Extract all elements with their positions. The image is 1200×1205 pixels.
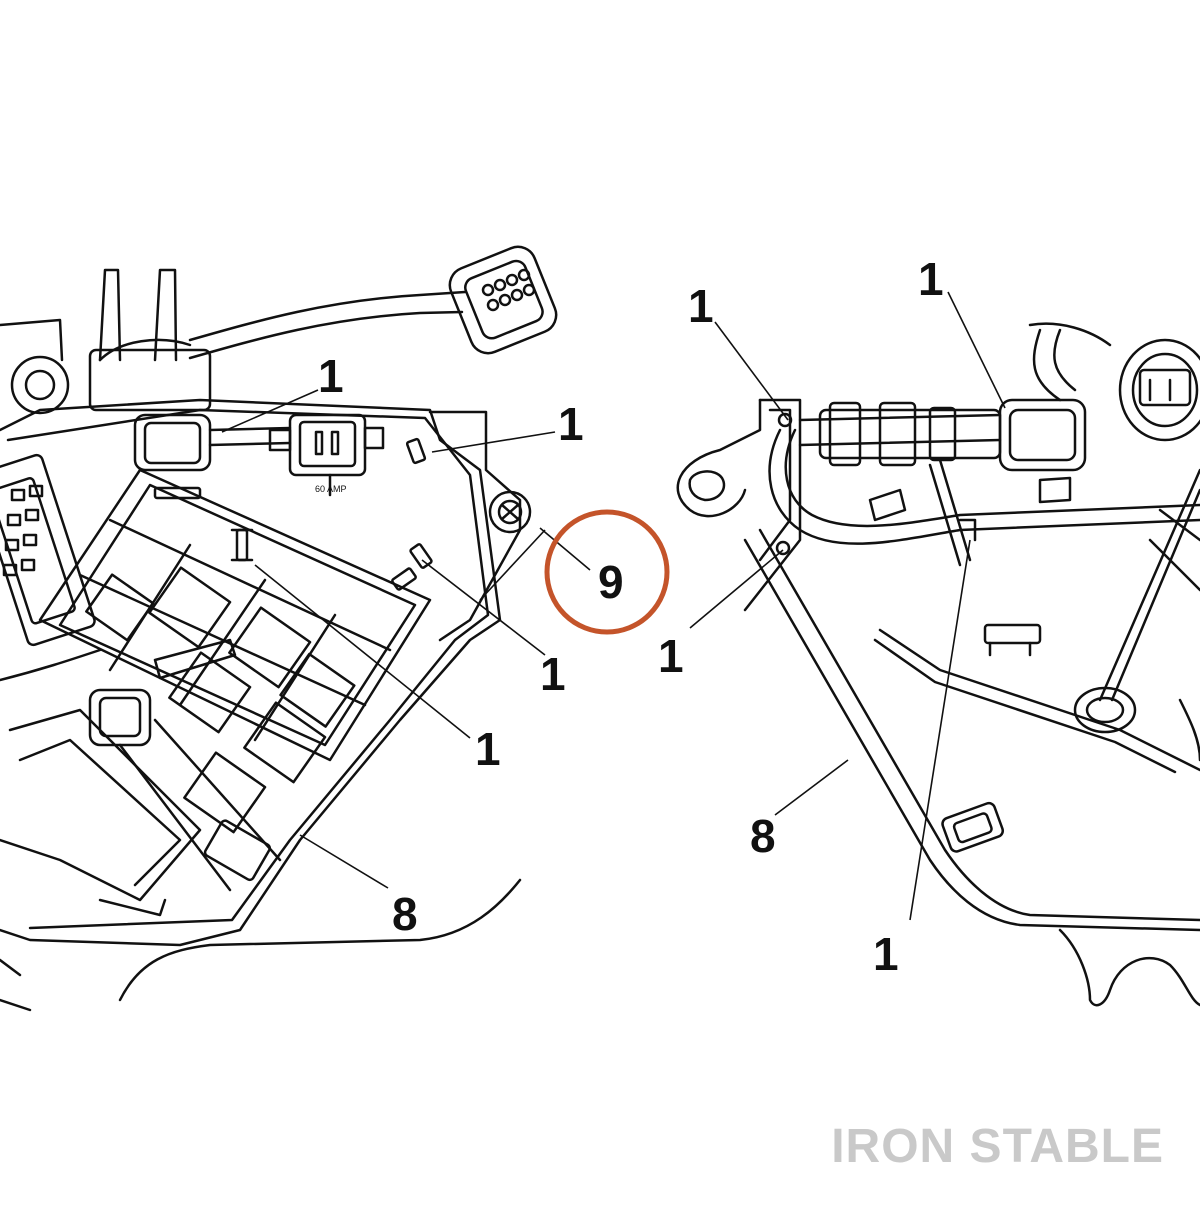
callout-right-upper-left: 1	[688, 280, 714, 332]
mini-fuses-left	[230, 437, 433, 591]
callout-right-bottom: 1	[873, 928, 899, 980]
watermark-text: IRON STABLE	[831, 1120, 1164, 1173]
callout-left-fuse-connector: 1	[318, 350, 344, 402]
callout-left-lower-fuse: 1	[540, 648, 566, 700]
maxi-fuse-60-amp	[268, 413, 385, 497]
left-electrical-caddy	[0, 245, 558, 1012]
leader-lines	[221, 291, 1006, 921]
harness-cable-right	[768, 401, 1200, 545]
callout-left-center-fuse: 1	[475, 723, 501, 775]
right-electrical-caddy	[676, 322, 1200, 1007]
top-terminals	[0, 268, 212, 415]
square-connector	[133, 413, 292, 472]
eight-pin-connector	[448, 245, 558, 355]
harness-cable-left	[98, 290, 467, 362]
mounting-nut	[488, 490, 532, 534]
right-square-connector	[998, 398, 1087, 472]
callout-nut: 9	[598, 556, 624, 608]
caddy-grid	[38, 468, 432, 892]
callout-left-caddy: 8	[392, 888, 418, 940]
large-connector-top-left	[0, 453, 96, 647]
highlight-circle	[544, 509, 670, 635]
callout-right-mid: 1	[658, 630, 684, 682]
fuse-rating-label: 60 AMP	[315, 484, 347, 494]
callout-left-upper-fuse: 1	[558, 398, 584, 450]
round-connector	[1028, 322, 1200, 442]
callout-right-caddy: 8	[750, 810, 776, 862]
callout-right-upper: 1	[918, 253, 944, 305]
lower-connector-cluster	[0, 638, 272, 917]
